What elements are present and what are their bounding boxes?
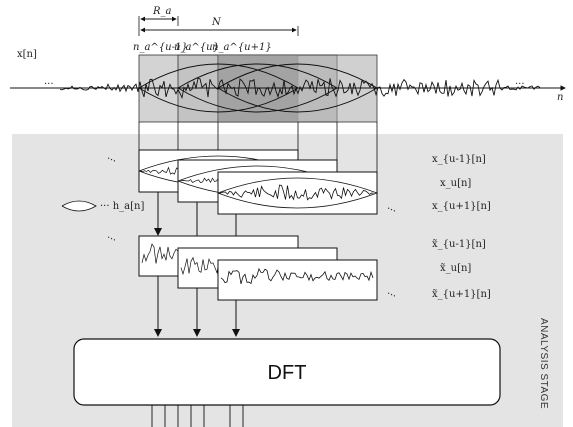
- ellipsis-analysis-top: ...: [106, 230, 119, 244]
- ellipsis-analysis-bottom: ...: [386, 286, 399, 300]
- label-x-current: x_u[n]: [440, 178, 471, 189]
- window-length-label: N: [211, 17, 222, 28]
- frame-marker-next: n_a^{u+1}: [212, 42, 272, 53]
- axis-label-n: n: [557, 92, 563, 103]
- window-function-icon: [61, 200, 97, 212]
- dft-label: DFT: [268, 362, 307, 384]
- ellipsis-frames-top: ...: [106, 151, 119, 165]
- frame-labels: x_{u-1}[n] x_u[n] x_{u+1}[n] x̃_{u-1}[n]…: [432, 154, 491, 300]
- signal-label: x[n]: [17, 49, 37, 60]
- label-x-prev: x_{u-1}[n]: [432, 154, 486, 165]
- window-label: ··· h_a[n]: [100, 201, 144, 212]
- label-xt-next: x̃_{u+1}[n]: [432, 289, 491, 300]
- ellipsis-frames-bottom: ...: [386, 201, 399, 215]
- analysis-frames: [138, 235, 378, 301]
- ellipsis-right: ...: [515, 76, 525, 87]
- ellipsis-left: ...: [44, 76, 54, 87]
- label-x-next: x_{u+1}[n]: [432, 201, 491, 212]
- hop-label: R_a: [152, 6, 172, 17]
- input-signal-waveform: [59, 77, 541, 100]
- analysis-frame-next: [217, 259, 378, 301]
- label-xt-prev: x̃_{u-1}[n]: [432, 239, 486, 250]
- label-xt-current: x̃_u[n]: [440, 263, 471, 274]
- stage-label: ANALYSIS STAGE: [538, 318, 549, 409]
- frame-marker-prev: n_a^{u-1}: [133, 42, 188, 53]
- dft-outputs: [151, 405, 244, 427]
- dft-block: [73, 338, 501, 406]
- windowed-frames: [138, 149, 379, 215]
- windowed-frame-next: [217, 171, 379, 215]
- frame-marker-current: n_a^{u}: [174, 42, 219, 53]
- input-signal-section: x[n] n ... ... R_a N n_a^{u-1} n_a^{u} n…: [10, 6, 566, 123]
